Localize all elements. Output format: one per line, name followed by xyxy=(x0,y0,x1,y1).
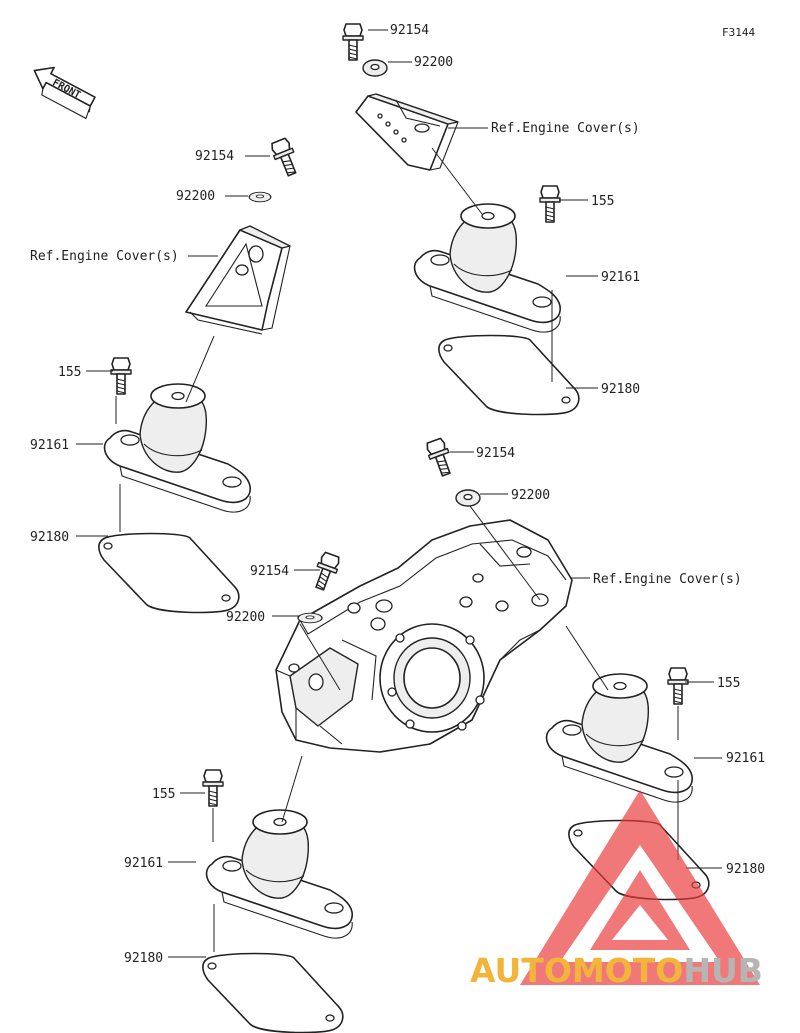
bolt-92154-icon xyxy=(268,136,303,179)
svg-text:AUTOMOTOHUB: AUTOMOTOHUB xyxy=(470,951,763,990)
watermark-triangle-icon xyxy=(520,790,760,985)
label-92180: 92180 xyxy=(601,382,640,397)
label-ref-engine-cover: Ref.Engine Cover(s) xyxy=(30,249,179,264)
front-label: FRONT xyxy=(51,77,83,101)
watermark-inner-triangle-icon xyxy=(590,870,690,950)
engine-cover-bracket-icon xyxy=(185,225,291,335)
bolt-155-icon xyxy=(202,769,224,807)
label-92180: 92180 xyxy=(124,951,163,966)
assembly-left: 92154 92200 Ref.Engine Cover(s) 155 9216… xyxy=(30,136,303,614)
label-92180: 92180 xyxy=(726,862,765,877)
assembly-top-right: 92154 92200 Ref.Engine Cover(s) 155 9216… xyxy=(342,23,640,416)
washer-92200-icon xyxy=(455,489,481,507)
label-92200: 92200 xyxy=(226,610,265,625)
label-92154: 92154 xyxy=(250,564,289,579)
label-ref-engine-cover: Ref.Engine Cover(s) xyxy=(593,572,742,587)
bolt-155-icon xyxy=(110,357,132,395)
assembly-center: 92154 92200 Ref.Engine Cover(s) 92154 92… xyxy=(226,436,742,691)
label-155: 155 xyxy=(152,787,175,802)
engine-cover-bracket-icon xyxy=(355,93,459,171)
mount-92161-icon xyxy=(545,673,694,803)
gasket-92180-icon xyxy=(438,334,580,416)
bolt-155-icon xyxy=(539,185,561,223)
bolt-92154-icon xyxy=(423,436,457,479)
front-arrow-icon: FRONT xyxy=(33,66,96,120)
label-92154: 92154 xyxy=(390,23,429,38)
watermark-hub: HUB xyxy=(683,951,763,990)
label-92161: 92161 xyxy=(726,751,765,766)
label-92200: 92200 xyxy=(176,189,215,204)
assembly-mid-right: 155 92161 92180 xyxy=(545,625,765,901)
washer-92200-icon xyxy=(248,191,272,203)
label-155: 155 xyxy=(591,194,614,209)
mount-92161-icon xyxy=(205,809,354,939)
gasket-92180-icon xyxy=(202,952,344,1033)
mount-92161-icon xyxy=(103,383,252,513)
label-92200: 92200 xyxy=(511,488,550,503)
label-92161: 92161 xyxy=(30,438,69,453)
mount-92161-icon xyxy=(413,203,562,333)
watermark-moto: MOTO xyxy=(572,951,683,990)
label-92180: 92180 xyxy=(30,530,69,545)
label-92161: 92161 xyxy=(601,270,640,285)
figure-code: F3144 xyxy=(722,26,755,39)
label-92200: 92200 xyxy=(414,55,453,70)
label-ref-engine-cover: Ref.Engine Cover(s) xyxy=(491,121,640,136)
label-92154: 92154 xyxy=(195,149,234,164)
label-155: 155 xyxy=(58,365,81,380)
washer-92200-icon xyxy=(362,59,388,77)
label-155: 155 xyxy=(717,676,740,691)
engine-housing-icon xyxy=(275,519,573,753)
assembly-bottom: 155 92161 92180 xyxy=(124,755,354,1033)
watermark-auto: AUTO xyxy=(470,951,572,990)
bolt-155-icon xyxy=(667,667,689,705)
label-92161: 92161 xyxy=(124,856,163,871)
label-92154: 92154 xyxy=(476,446,515,461)
bolt-92154-icon xyxy=(342,23,364,61)
bolt-92154-icon xyxy=(309,550,343,593)
gasket-92180-icon xyxy=(98,532,240,614)
automotohub-watermark: AUTOMOTOHUB xyxy=(470,790,763,990)
washer-92200-icon xyxy=(297,612,323,624)
